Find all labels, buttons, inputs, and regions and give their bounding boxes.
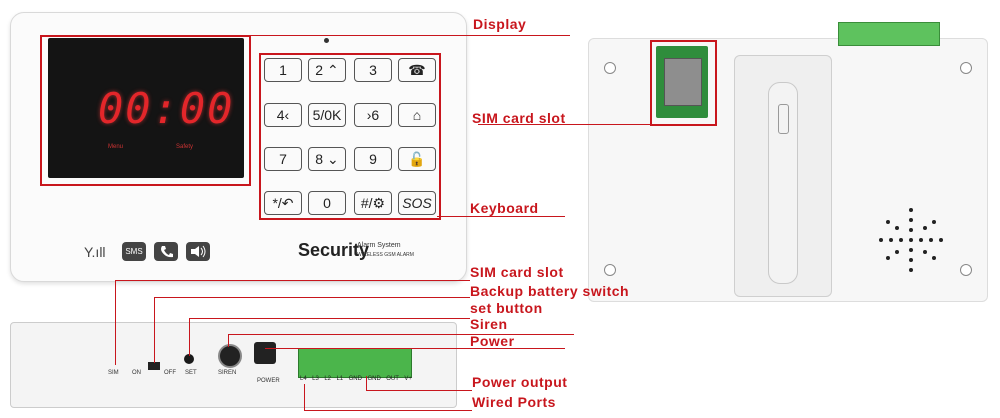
unlock-key[interactable]: 🔓 (398, 147, 436, 171)
label-wired-ports: Wired Ports (472, 394, 556, 410)
screw-hole (960, 62, 972, 74)
display-caption-left: Menu (108, 144, 124, 150)
siren-jack[interactable] (218, 344, 242, 368)
keyboard-callout-line (437, 216, 565, 217)
power-output-callout-line-v (366, 376, 367, 390)
battery-callout-line-v (154, 297, 155, 363)
terminal-l3: L3 (312, 376, 319, 382)
phone-key[interactable]: ☎ (398, 58, 436, 82)
display-caption-right: Safety (176, 144, 194, 150)
set-callout-line (189, 318, 470, 319)
home-key[interactable]: ⌂ (398, 103, 436, 127)
key-8[interactable]: 8 ⌄ (308, 147, 346, 171)
sms-icon: SMS (122, 242, 146, 261)
lcd-display (48, 38, 244, 178)
screw-hole (604, 62, 616, 74)
label-display: Display (473, 16, 527, 32)
clock-readout: 00:00 (98, 84, 235, 133)
wired-ports-callout-line-v (304, 384, 305, 410)
set-callout-line-v (189, 318, 190, 356)
key-6[interactable]: ›6 (354, 103, 392, 127)
back-terminal-block (838, 22, 940, 46)
terminal-out: OUT (386, 376, 399, 382)
label-power-output: Power output (472, 374, 568, 390)
sim-callout-line-bottom-v (115, 280, 116, 365)
label-keyboard: Keyboard (470, 200, 539, 216)
bottom-label-set: SET (185, 370, 197, 376)
label-set-button: set button (470, 300, 543, 316)
speaker-grille (879, 208, 943, 272)
power-callout-line (265, 348, 565, 349)
terminal-l2: L2 (324, 376, 331, 382)
key-star[interactable]: */↶ (264, 191, 302, 215)
label-backup-battery-switch: Backup battery switch (470, 283, 630, 299)
terminal-block (298, 348, 412, 378)
sim-card-slot-back (656, 46, 708, 118)
terminal-gnd2: GND (367, 376, 381, 382)
signal-icon: Y.ıll (84, 244, 106, 260)
sim-holder (664, 58, 702, 106)
bracket-slot (778, 104, 789, 134)
sim-slot-callout-box (650, 40, 717, 126)
terminal-labels: L4 L3 L2 L1 GND GND OUT V+ (300, 376, 412, 382)
siren-callout-line (228, 334, 574, 335)
label-power: Power (470, 333, 515, 349)
siren-callout-line-v (228, 334, 229, 347)
keypad: 1 2 ⌃ 3 ☎ 4‹ 5/0K ›6 ⌂ 7 8 ⌄ 9 🔓 */↶ 0 #… (264, 58, 436, 215)
set-button[interactable] (184, 354, 194, 364)
label-sim-card-slot-back: SIM card slot (472, 110, 566, 126)
screw-hole (604, 264, 616, 276)
bottom-label-on: ON (132, 370, 141, 376)
key-4[interactable]: 4‹ (264, 103, 302, 127)
brand-sub2: WIRELESS GSM ALARM (357, 252, 414, 258)
display-callout-line (246, 35, 570, 36)
terminal-vplus: V+ (404, 376, 412, 382)
wired-ports-callout-line (304, 410, 472, 411)
screw-hole (960, 264, 972, 276)
terminal-l1: L1 (336, 376, 344, 382)
brand-security: Security (298, 240, 370, 260)
bottom-label-sim: SIM (108, 370, 119, 376)
terminal-l4: L4 (300, 376, 307, 382)
battery-switch[interactable] (148, 362, 160, 370)
label-siren: Siren (470, 316, 508, 332)
bottom-label-off: OFF (164, 370, 176, 376)
power-output-callout-line (366, 390, 472, 391)
indicator-dot (324, 38, 329, 43)
key-hash[interactable]: #/⚙ (354, 191, 392, 215)
sim-callout-line-back (478, 124, 710, 125)
sim-callout-line-bottom (115, 280, 470, 281)
battery-callout-line (154, 297, 470, 298)
key-1[interactable]: 1 (264, 58, 302, 82)
bottom-label-power: POWER (257, 378, 280, 384)
display-callout-box (40, 35, 251, 186)
bracket-clip (768, 82, 798, 284)
key-5-ok[interactable]: 5/0K (308, 103, 346, 127)
label-sim-card-slot: SIM card slot (470, 264, 564, 280)
sos-key[interactable]: SOS (398, 191, 436, 215)
power-jack[interactable] (254, 342, 276, 364)
brand-sub: Alarm System (357, 242, 401, 249)
speaker-icon (186, 242, 210, 261)
key-9[interactable]: 9 (354, 147, 392, 171)
phone-icon (154, 242, 178, 261)
terminal-gnd1: GND (348, 376, 362, 382)
bottom-label-siren: SIREN (218, 370, 237, 376)
keyboard-callout-box (259, 53, 441, 220)
key-0[interactable]: 0 (308, 191, 346, 215)
key-2[interactable]: 2 ⌃ (308, 58, 346, 82)
key-7[interactable]: 7 (264, 147, 302, 171)
key-3[interactable]: 3 (354, 58, 392, 82)
